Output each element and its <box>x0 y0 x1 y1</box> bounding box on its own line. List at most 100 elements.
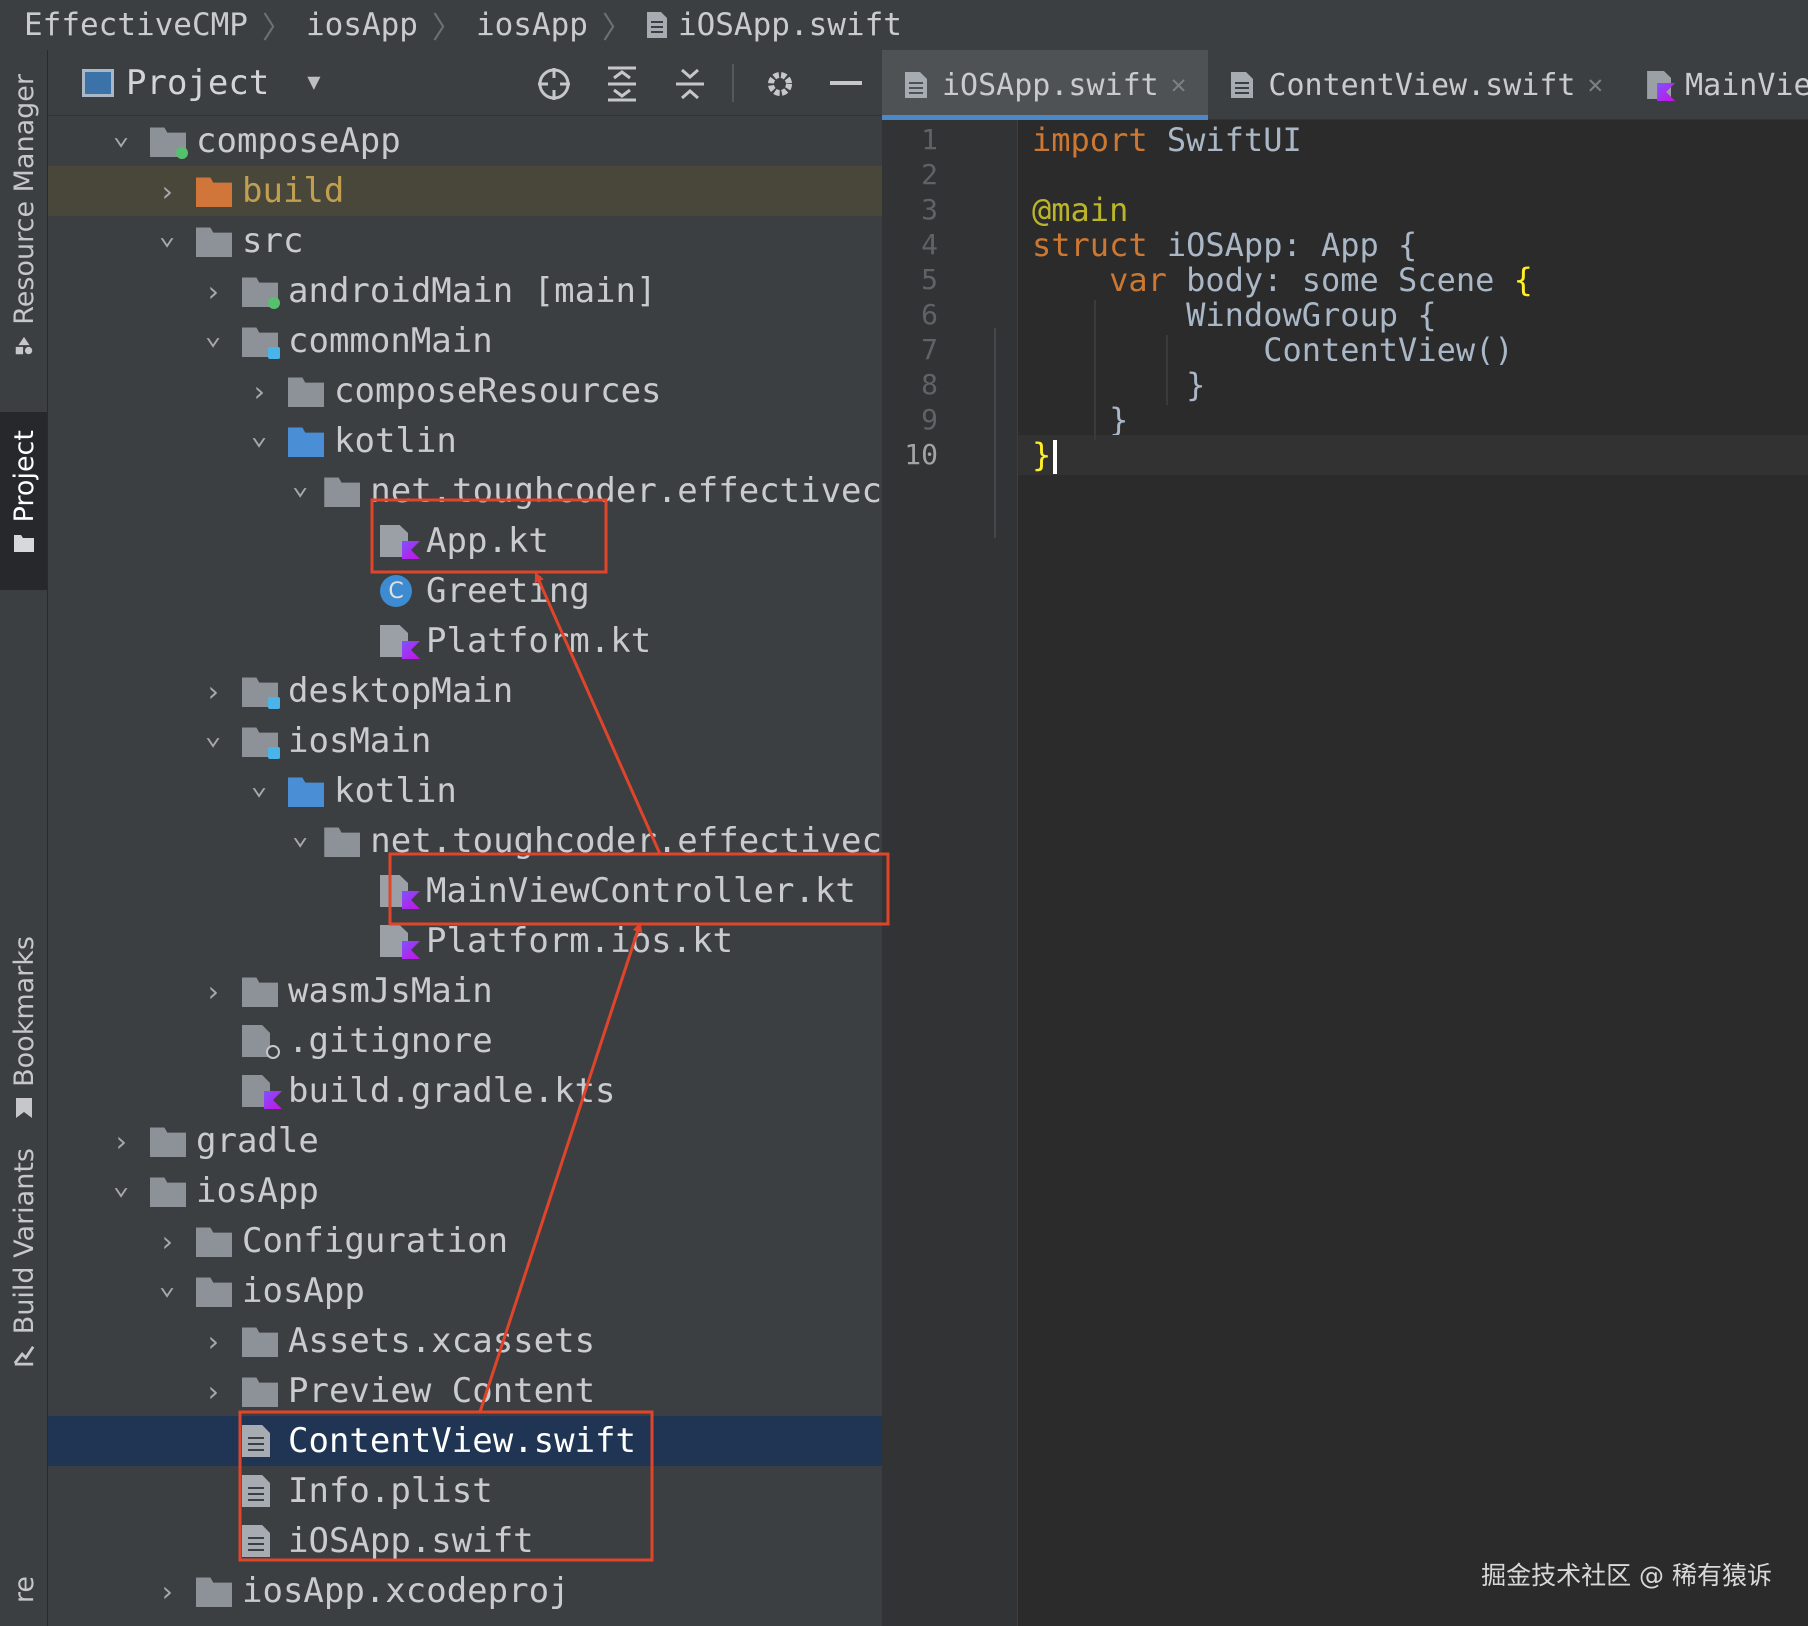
tool-tab-resource-manager[interactable]: Resource Manager <box>0 74 47 357</box>
line-number: 4 <box>921 228 938 261</box>
line-number: 9 <box>921 403 938 436</box>
tree-item[interactable]: ›Preview Content <box>48 1366 882 1416</box>
project-panel-title: Project <box>126 62 270 103</box>
kotlin-file-icon <box>1647 71 1676 101</box>
tool-tab-project[interactable]: Project <box>0 412 47 590</box>
tab-mainviewcontroller-kt[interactable]: MainViewCor <box>1625 50 1808 120</box>
tree-item[interactable]: › desktopMain <box>48 666 882 716</box>
indent-guide <box>1166 335 1168 405</box>
tree-item[interactable]: ⌄commonMain <box>48 316 882 366</box>
chevron-down-icon[interactable]: ⌄ <box>204 317 222 351</box>
tree-item[interactable]: ›gradle <box>48 1116 882 1166</box>
breadcrumb-item-folder[interactable]: iosApp <box>475 7 588 43</box>
tree-item[interactable]: ⌄ kotlin <box>48 416 882 466</box>
tree-item[interactable]: ContentView.swift <box>48 1416 882 1466</box>
chevron-right-icon[interactable]: › <box>158 1224 176 1258</box>
tree-item[interactable]: Platform.kt <box>48 616 882 666</box>
swift-file-icon <box>1231 72 1254 98</box>
tool-tab-structure[interactable]: re <box>0 1576 47 1604</box>
tree-item[interactable]: Info.plist <box>48 1466 882 1516</box>
chevron-down-icon[interactable]: ⌄ <box>204 717 222 751</box>
tree-item[interactable]: iOSApp.swift <box>48 1516 882 1566</box>
tree-item-label: Platform.kt <box>426 621 652 661</box>
text-caret <box>1053 440 1058 474</box>
chevron-right-icon[interactable]: › <box>112 1124 130 1158</box>
close-icon[interactable]: ✕ <box>1170 70 1187 100</box>
chevron-right-icon[interactable]: › <box>204 274 222 308</box>
breadcrumb-item-module[interactable]: iosApp <box>305 7 418 43</box>
project-view-selector[interactable]: Project ▼ <box>82 63 321 103</box>
tree-item[interactable]: ›build <box>48 166 882 216</box>
chevron-down-icon[interactable]: ⌄ <box>158 217 176 251</box>
tree-item-label: kotlin <box>334 421 457 461</box>
editor-tab-bar: iOSApp.swift ✕ ContentView.swift ✕ MainV… <box>882 50 1808 120</box>
plist-file-icon <box>242 1475 278 1507</box>
tree-item-label: build.gradle.kts <box>288 1071 616 1111</box>
code-line-3: @main <box>1032 191 1129 229</box>
chevron-down-icon[interactable]: ⌄ <box>291 467 309 501</box>
locate-file-icon[interactable] <box>534 64 574 104</box>
kotlin-file-icon <box>380 875 420 909</box>
chevron-right-icon[interactable]: › <box>204 974 222 1008</box>
chevron-right-icon[interactable]: › <box>204 1324 222 1358</box>
collapse-all-icon[interactable] <box>670 64 710 104</box>
tree-item[interactable]: build.gradle.kts <box>48 1066 882 1116</box>
swift-file-icon <box>646 12 667 38</box>
tab-iosapp-swift[interactable]: iOSApp.swift ✕ <box>882 50 1209 120</box>
tree-item[interactable]: ⌄ iosApp <box>48 1266 882 1316</box>
tab-contentview-swift[interactable]: ContentView.swift ✕ <box>1208 50 1625 120</box>
tree-item[interactable]: ⌄src <box>48 216 882 266</box>
tree-item[interactable]: ⌄net.toughcoder.effectivec <box>48 466 882 516</box>
code-line-1: import SwiftUI <box>1032 121 1302 159</box>
chevron-down-icon[interactable]: ⌄ <box>291 817 309 851</box>
kotlin-file-icon <box>380 925 420 959</box>
line-number: 2 <box>921 158 938 191</box>
breadcrumb: EffectiveCMP 〉 iosApp 〉 iosApp 〉 iOSApp.… <box>0 0 1808 50</box>
minimize-icon[interactable] <box>826 64 866 104</box>
chevron-right-icon[interactable]: › <box>250 374 268 408</box>
close-icon[interactable]: ✕ <box>1587 70 1604 100</box>
chevron-down-icon[interactable]: ⌄ <box>250 417 268 451</box>
breadcrumb-item-file[interactable]: iOSApp.swift <box>646 7 902 43</box>
tree-item[interactable]: ›iosApp.xcodeproj <box>48 1566 882 1616</box>
expand-all-icon[interactable] <box>602 64 642 104</box>
tree-item[interactable]: ›wasmJsMain <box>48 966 882 1016</box>
code-line-8: } <box>1186 366 1206 404</box>
tree-item[interactable]: ⌄net.toughcoder.effectivec <box>48 816 882 866</box>
breadcrumb-item-project[interactable]: EffectiveCMP <box>24 7 248 43</box>
tool-tab-bookmarks[interactable]: Bookmarks <box>0 936 47 1119</box>
tab-label: iOSApp.swift <box>942 67 1159 103</box>
tree-item[interactable]: ›Configuration <box>48 1216 882 1266</box>
tool-tab-build-variants[interactable]: Build Variants <box>0 1148 47 1366</box>
code-line-6: WindowGroup { <box>1186 296 1437 334</box>
chevron-down-icon[interactable]: ⌄ <box>112 117 130 151</box>
tree-item[interactable]: ⌄composeApp <box>48 116 882 166</box>
source-set-folder-icon <box>242 675 280 709</box>
tool-tab-label: re <box>8 1576 40 1604</box>
toolbar-divider <box>732 64 734 102</box>
breadcrumb-separator-icon: 〉 <box>601 11 632 46</box>
tree-item[interactable]: › Assets.xcassets <box>48 1316 882 1366</box>
tree-item[interactable]: MainViewController.kt <box>48 866 882 916</box>
chevron-right-icon[interactable]: › <box>158 174 176 208</box>
chevron-right-icon[interactable]: › <box>204 1374 222 1408</box>
chevron-down-icon[interactable]: ⌄ <box>158 1267 176 1301</box>
chevron-down-icon[interactable]: ⌄ <box>250 767 268 801</box>
tree-item[interactable]: ⌄iosMain <box>48 716 882 766</box>
tree-item[interactable]: App.kt <box>48 516 882 566</box>
tree-item[interactable]: ›composeResources <box>48 366 882 416</box>
tree-item[interactable]: ›androidMain [main] <box>48 266 882 316</box>
gear-icon[interactable] <box>760 64 800 104</box>
chevron-right-icon[interactable]: › <box>204 674 222 708</box>
tree-item-label: iosApp <box>242 1271 365 1311</box>
tree-item-label: Assets.xcassets <box>288 1321 596 1361</box>
tree-item[interactable]: ⌄iosApp <box>48 1166 882 1216</box>
chevron-right-icon[interactable]: › <box>158 1574 176 1608</box>
tree-item[interactable]: .gitignore <box>48 1016 882 1066</box>
tree-item[interactable]: ⌄kotlin <box>48 766 882 816</box>
tree-item[interactable]: Platform.ios.kt <box>48 916 882 966</box>
tree-item-label: desktopMain <box>288 671 514 711</box>
swift-file-icon <box>242 1425 278 1457</box>
chevron-down-icon[interactable]: ⌄ <box>112 1167 130 1201</box>
